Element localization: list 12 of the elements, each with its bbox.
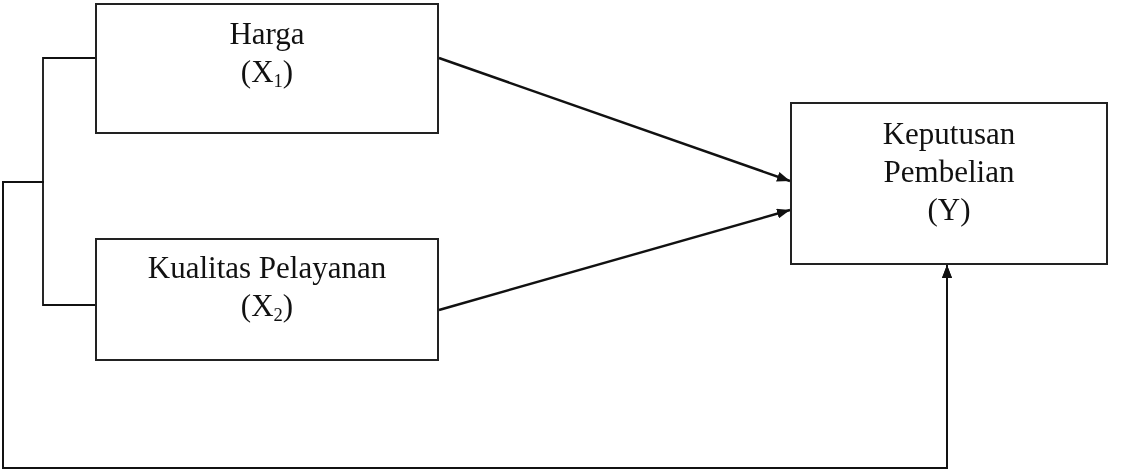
variable-symbol: (X$_{2}$) [240,286,294,325]
variable-box [95,238,439,361]
variable-box [95,3,439,134]
variable-name: Harga [229,15,305,53]
variable-symbol: (X$_{1}$) [240,52,294,91]
variable-box [790,102,1108,265]
elbow-arrow [2,181,952,469]
variable-name: Keputusan Pembelian [881,115,1017,191]
variable-name: Kualitas Pelayanan [147,249,387,287]
arrow [438,208,791,312]
variable-symbol: (Y) [927,190,971,229]
arrow [438,56,791,183]
